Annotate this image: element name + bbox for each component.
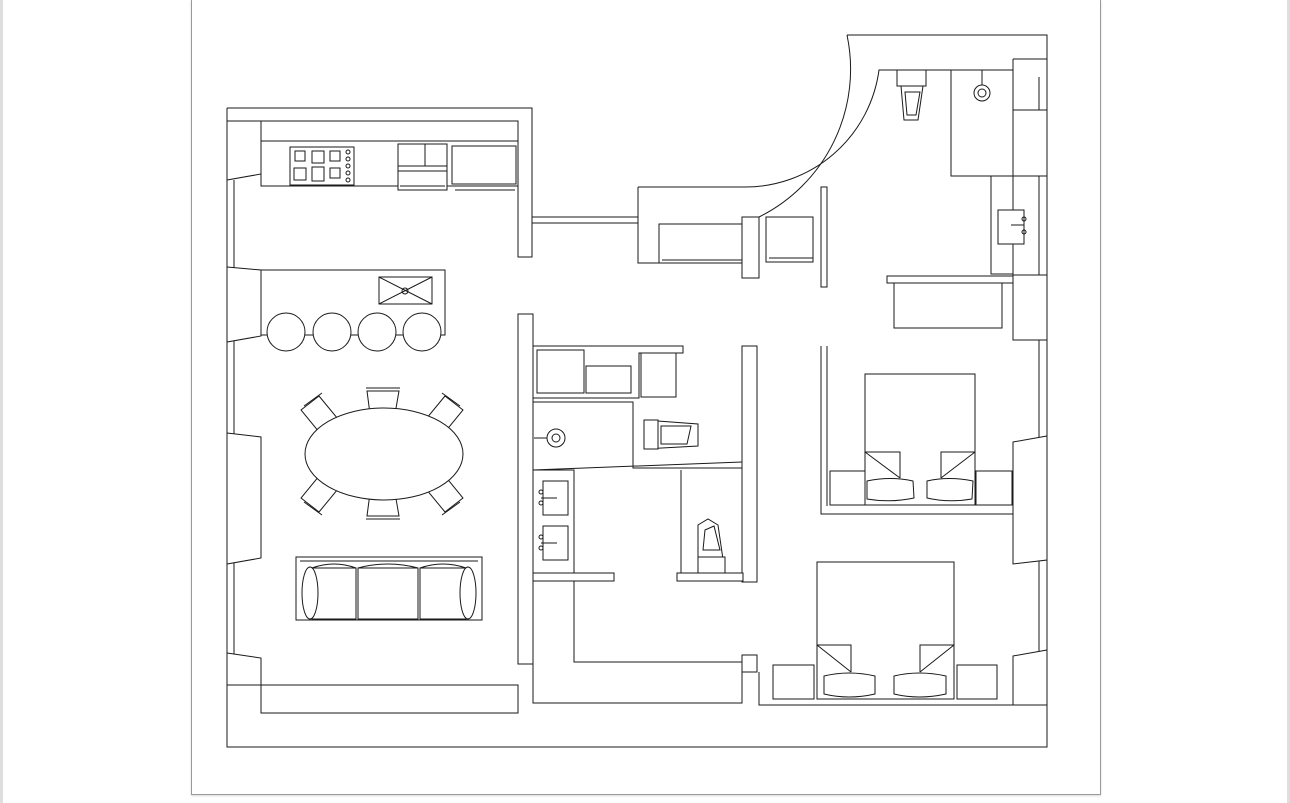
interior-walls bbox=[260, 186, 1013, 714]
utility-cupboards bbox=[536, 349, 677, 398]
window-piers bbox=[226, 109, 1048, 706]
vanity-double bbox=[532, 469, 615, 582]
viewer-gutter-right bbox=[1287, 0, 1290, 803]
bedroom-2-bed bbox=[772, 561, 998, 700]
kitchen-counter bbox=[260, 140, 519, 191]
bedroom-1-bed bbox=[829, 373, 1013, 506]
viewer-gutter-left bbox=[0, 0, 3, 803]
en-suite-north bbox=[886, 69, 1027, 329]
north-storage bbox=[658, 216, 814, 264]
outer-walls bbox=[226, 34, 1048, 748]
floor-plan bbox=[226, 34, 1048, 748]
toilet-center bbox=[643, 419, 699, 450]
shower-drain bbox=[534, 428, 566, 448]
toilet-hall bbox=[676, 470, 744, 582]
sofa bbox=[295, 556, 483, 621]
drawing-sheet bbox=[191, 0, 1101, 795]
dining-set bbox=[300, 387, 464, 520]
bar-stools bbox=[266, 312, 442, 352]
